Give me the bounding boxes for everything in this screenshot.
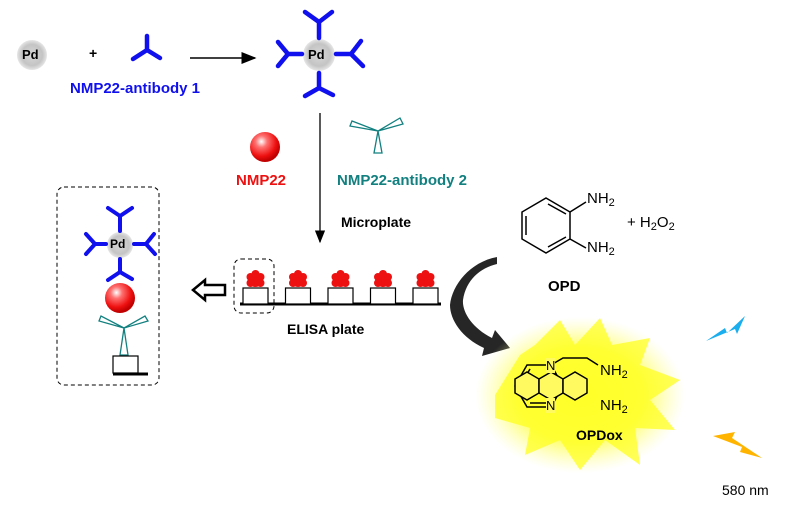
- o-text: O: [656, 214, 669, 231]
- bound-nmp22-blob: [289, 270, 307, 287]
- subscript-2: 2: [650, 221, 657, 233]
- h2o2-label: + H2O2: [627, 214, 675, 233]
- phenazine-rings: [514, 371, 588, 401]
- bound-nmp22-blob: [331, 270, 350, 287]
- subscript-2: 2: [668, 221, 675, 233]
- plate-well: [284, 287, 312, 305]
- nh2-text: NH: [600, 362, 622, 379]
- orange-lightning-icon: [713, 432, 762, 458]
- bound-nmp22-blob: [246, 270, 265, 287]
- antibody2-icon: [349, 117, 404, 154]
- opd-nh2-top: NH2: [587, 190, 615, 209]
- opdox-n-top: N: [546, 358, 556, 373]
- bound-nmp22-blob: [416, 270, 435, 287]
- pd-label: Pd: [22, 47, 39, 62]
- elisa-plate: [240, 270, 441, 306]
- pd-antibody-conjugate: [275, 9, 366, 99]
- bound-nmp22-blob: [374, 270, 392, 287]
- blue-lightning-icon: [706, 316, 745, 341]
- pd-nanoparticle: [17, 40, 47, 70]
- opdox-label: OPDox: [576, 427, 623, 443]
- detail-box: [56, 186, 160, 386]
- plate-well: [412, 287, 439, 305]
- opdox-nh2-bottom: NH2: [600, 397, 628, 416]
- opd-label: OPD: [548, 278, 581, 295]
- subscript-2: 2: [608, 197, 615, 209]
- nh2-text: NH: [600, 397, 622, 414]
- selected-well-box: [233, 258, 275, 314]
- plus-sign: +: [89, 45, 98, 61]
- conjugate-pd-label: Pd: [308, 47, 325, 62]
- plus-h-text: + H: [627, 214, 651, 231]
- detail-sandwich-complex: [84, 206, 157, 376]
- detail-pd-label: Pd: [110, 237, 126, 251]
- antibody1-icon: [130, 33, 163, 62]
- opd-structure: [521, 197, 587, 254]
- nmp22-label: NMP22: [236, 172, 287, 189]
- opdox-n-bottom: N: [546, 398, 556, 413]
- subscript-2: 2: [608, 246, 615, 258]
- nmp22-ball-icon: [250, 132, 280, 162]
- antibody1-label: NMP22-antibody 1: [70, 80, 201, 97]
- plate-well: [242, 287, 269, 305]
- subscript-2: 2: [621, 404, 628, 416]
- nh2-text: NH: [587, 190, 609, 207]
- microplate-label: Microplate: [341, 214, 412, 230]
- plate-well: [327, 287, 354, 305]
- zoom-arrow-icon: [191, 277, 227, 303]
- opd-nh2-bottom: NH2: [587, 239, 615, 258]
- curved-arrow: [450, 243, 510, 356]
- antibody2-label: NMP22-antibody 2: [337, 172, 468, 189]
- nh2-text: NH: [587, 239, 609, 256]
- plate-well: [369, 287, 397, 305]
- subscript-2: 2: [621, 369, 628, 381]
- opdox-nh2-top: NH2: [600, 362, 628, 381]
- elisa-plate-label: ELISA plate: [287, 321, 365, 337]
- wavelength-label: 580 nm: [722, 482, 769, 498]
